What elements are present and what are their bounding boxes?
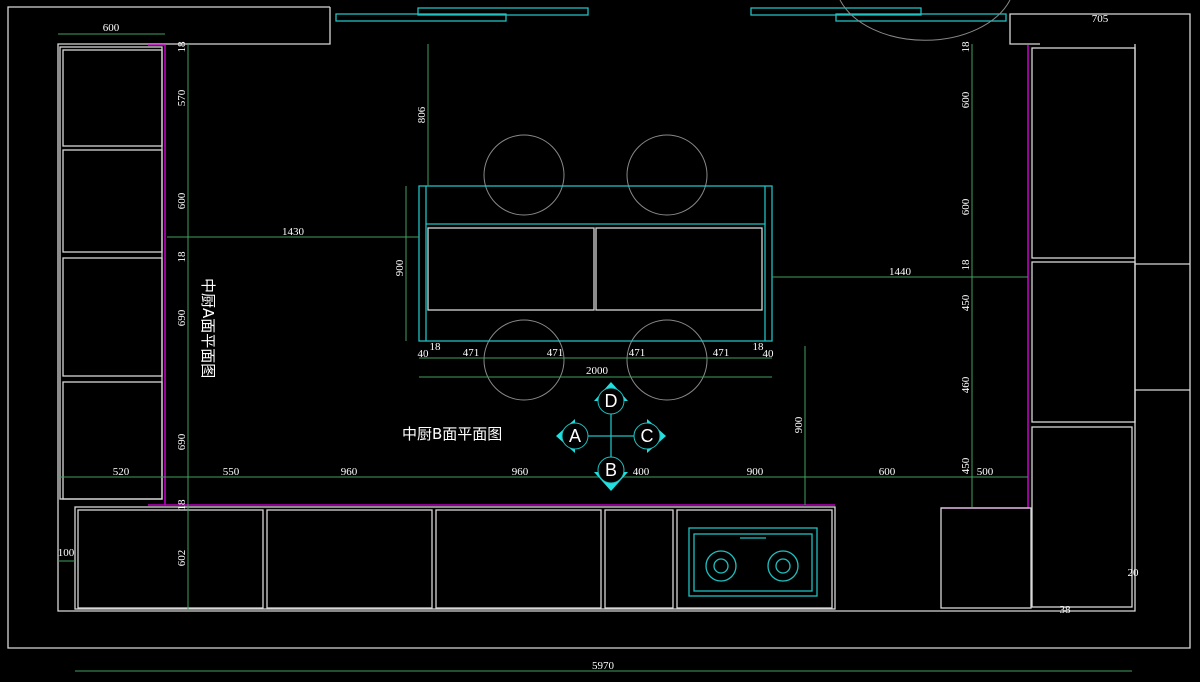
- walls: [7, 6, 1191, 649]
- dimension-lines: [58, 33, 1132, 672]
- dim-label: 570: [176, 89, 188, 106]
- left-cabinets: [59, 44, 166, 506]
- marker-a[interactable]: [561, 422, 589, 450]
- right-cabinets: [940, 45, 1136, 609]
- marker-d[interactable]: [597, 387, 625, 415]
- dim-label: 705: [1092, 13, 1109, 25]
- dim-label: 600: [879, 466, 896, 478]
- dim-label: 900: [793, 416, 805, 433]
- windows: [335, 0, 1011, 41]
- marker-b-label: B: [605, 460, 617, 480]
- dim-label: 38: [1060, 604, 1072, 616]
- dim-label: 600: [960, 91, 972, 108]
- marker-b[interactable]: [597, 456, 625, 484]
- dim-label: 5970: [592, 660, 615, 672]
- gas-stove: [688, 527, 818, 597]
- marker-c[interactable]: [633, 422, 661, 450]
- dim-label: 602: [176, 550, 188, 567]
- dim-label: 471: [547, 347, 564, 359]
- dim-label: 18: [430, 341, 442, 353]
- dim-label: 600: [176, 192, 188, 209]
- dim-label: 18: [176, 499, 188, 511]
- dim-label: 690: [176, 309, 188, 326]
- dim-label: 100: [58, 547, 75, 559]
- door-swing: [839, 0, 1011, 41]
- plan-a-title: 中厨A面平面图: [199, 278, 217, 378]
- dim-label: 806: [416, 106, 428, 123]
- dim-label: 18: [960, 259, 972, 271]
- dim-label: 471: [463, 347, 480, 359]
- plan-b-title: 中厨B面平面图: [402, 425, 502, 443]
- dim-label: 400: [633, 466, 650, 478]
- dim-label: 600: [960, 198, 972, 215]
- dim-label: 550: [223, 466, 240, 478]
- marker-a-label: A: [569, 426, 581, 446]
- dim-label: 18: [176, 251, 188, 263]
- dim-label: 20: [1128, 567, 1140, 579]
- dim-label: 900: [394, 259, 406, 276]
- dim-label: 18: [176, 41, 188, 53]
- dim-label: 960: [512, 466, 529, 478]
- elevation-marker: D A C B: [556, 382, 666, 491]
- dim-label: 471: [629, 347, 646, 359]
- dim-label: 40: [763, 348, 775, 360]
- dim-label: 18: [960, 41, 972, 53]
- dim-label: 1440: [889, 266, 912, 278]
- island: [418, 134, 773, 401]
- dim-label: 450: [960, 294, 972, 311]
- dim-label: 960: [341, 466, 358, 478]
- dim-label: 500: [977, 466, 994, 478]
- dim-label: 471: [713, 347, 730, 359]
- dim-label: 600: [103, 22, 120, 34]
- bottom-cabinets: [74, 504, 836, 610]
- dim-label: 18: [753, 341, 765, 353]
- dim-label: 900: [747, 466, 764, 478]
- dimension-labels: 600 705 18 570 600 18 690 690 18 602 18 …: [58, 13, 1139, 672]
- marker-c-label: C: [641, 426, 654, 446]
- dim-label: 2000: [586, 365, 609, 377]
- dim-label: 690: [176, 433, 188, 450]
- dim-label: 1430: [282, 226, 305, 238]
- marker-d-label: D: [605, 391, 618, 411]
- dim-label: 450: [960, 457, 972, 474]
- dim-label: 40: [418, 348, 430, 360]
- dim-label: 460: [960, 376, 972, 393]
- dim-label: 520: [113, 466, 130, 478]
